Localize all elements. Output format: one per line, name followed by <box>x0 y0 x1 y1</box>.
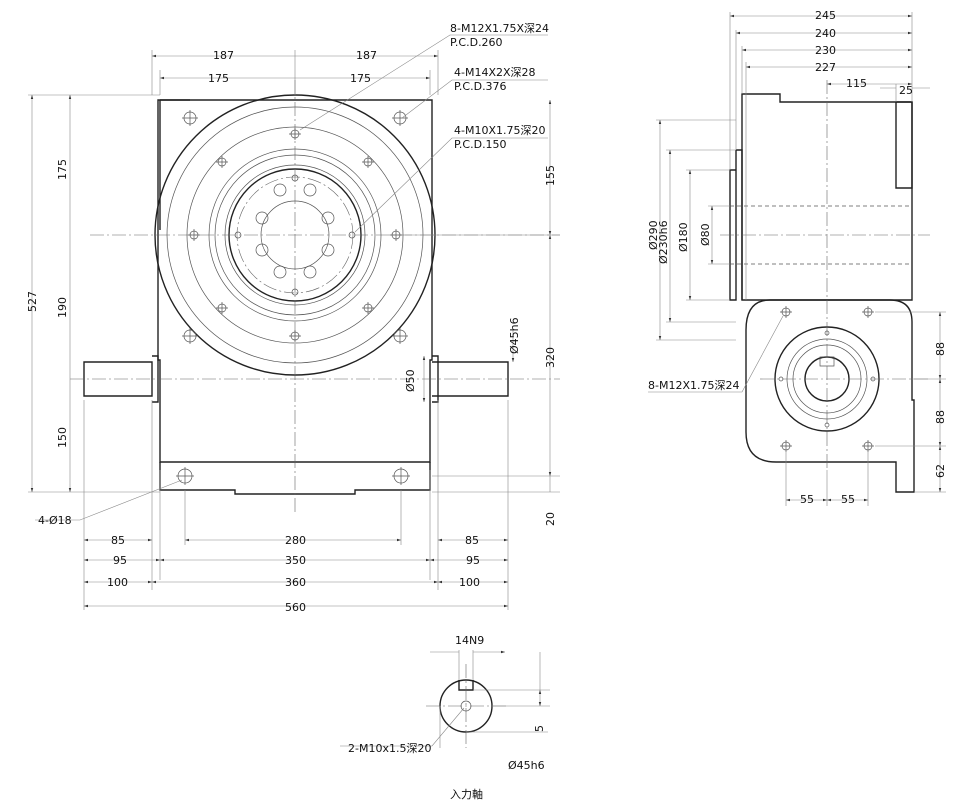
dim-front-left-190: 190 <box>56 297 69 318</box>
dim-front-right-20: 20 <box>544 512 557 526</box>
dim-front-left-527: 527 <box>26 291 39 312</box>
dim-side-right-62: 62 <box>934 464 947 478</box>
dim-front-left-175: 175 <box>56 159 69 180</box>
side-lower-housing <box>745 299 915 493</box>
dim-side-left-180: Ø180 <box>677 222 690 252</box>
dim-bottom-85-right: 85 <box>465 534 479 547</box>
side-leader <box>648 315 784 393</box>
dim-bottom-95-left: 95 <box>113 554 127 567</box>
dim-side-top-25: 25 <box>899 84 913 97</box>
dim-side-right-88-top: 88 <box>934 342 947 356</box>
shaft-caption: 入力軸 <box>450 787 483 801</box>
dim-side-top-230: 230 <box>815 44 836 57</box>
front-bottom-dimension-lines <box>83 400 509 610</box>
front-right-dimension-lines <box>405 100 560 493</box>
side-key <box>819 356 835 367</box>
side-centerlines <box>720 80 930 470</box>
dim-bottom-95-right: 95 <box>466 554 480 567</box>
shaft-dimension-lines <box>340 650 550 748</box>
dim-bottom-360: 360 <box>285 576 306 589</box>
shaft-detail: 14N9 5 2-M10x1.5深20 Ø45h6 入力軸 <box>340 634 550 801</box>
side-left-dimension-lines <box>656 119 736 341</box>
dim-front-top-3: 175 <box>208 72 229 85</box>
corner-holes <box>176 110 410 485</box>
front-leaders <box>35 34 548 521</box>
front-top-dimension-lines <box>152 50 438 95</box>
side-hidden-lines <box>730 205 912 265</box>
front-cap-profile <box>159 99 190 230</box>
front-view: 187 187 175 175 8-M12X1.75X深24 P.C.D.260… <box>26 22 560 614</box>
callout-1-line1: 8-M12X1.75X深24 <box>450 22 549 35</box>
callout-4: 4-Ø18 <box>38 514 72 527</box>
dim-side-bottom-55-left: 55 <box>800 493 814 506</box>
shaft-right-dim: 5 <box>533 725 546 732</box>
dim-side-top-227: 227 <box>815 61 836 74</box>
callout-3-line2: P.C.D.150 <box>454 138 507 151</box>
dim-bottom-560: 560 <box>285 601 306 614</box>
dim-side-left-230h6: Ø230h6 <box>657 220 670 264</box>
shaft-key-dim: 14N9 <box>455 634 484 647</box>
shaft-callout: 2-M10x1.5深20 <box>348 742 431 755</box>
side-bottom-dimension-lines <box>785 450 869 506</box>
side-right-tab <box>895 101 913 189</box>
callout-side: 8-M12X1.75深24 <box>648 379 739 392</box>
dim-bottom-85-left: 85 <box>111 534 125 547</box>
side-flange-step <box>729 149 743 301</box>
dim-side-bottom-55-right: 55 <box>841 493 855 506</box>
callout-2-line1: 4-M14X2X深28 <box>454 66 536 79</box>
dim-front-top-1: 187 <box>213 49 234 62</box>
dim-front-right-155: 155 <box>544 165 557 186</box>
dim-side-left-290: Ø290 <box>647 220 660 250</box>
side-right-dimension-lines <box>875 311 946 493</box>
dim-bottom-100-right: 100 <box>459 576 480 589</box>
dim-side-left-80: Ø80 <box>699 223 712 246</box>
dim-bottom-100-left: 100 <box>107 576 128 589</box>
dim-bottom-350: 350 <box>285 554 306 567</box>
front-left-dimension-lines <box>28 95 160 492</box>
dim-bottom-280: 280 <box>285 534 306 547</box>
dim-front-left-150: 150 <box>56 427 69 448</box>
callout-1-line2: P.C.D.260 <box>450 36 503 49</box>
dim-side-top-245: 245 <box>815 9 836 22</box>
dim-side-top-115: 115 <box>846 77 867 90</box>
dim-front-top-4: 175 <box>350 72 371 85</box>
callout-3-line1: 4-M10X1.75深20 <box>454 124 545 137</box>
dim-shaft-45h6: Ø45h6 <box>508 317 521 354</box>
side-top-dimension-lines <box>729 12 930 300</box>
dim-side-top-240: 240 <box>815 27 836 40</box>
dim-front-right-320: 320 <box>544 347 557 368</box>
dim-shaft-50: Ø50 <box>404 369 417 392</box>
dim-side-right-88-bottom: 88 <box>934 410 947 424</box>
dim-front-top-2: 187 <box>356 49 377 62</box>
callout-2-line2: P.C.D.376 <box>454 80 507 93</box>
shaft-dia-dim: Ø45h6 <box>508 759 545 772</box>
side-view: 245 240 230 227 115 25 Ø290 Ø230h6 Ø180 … <box>647 9 947 506</box>
